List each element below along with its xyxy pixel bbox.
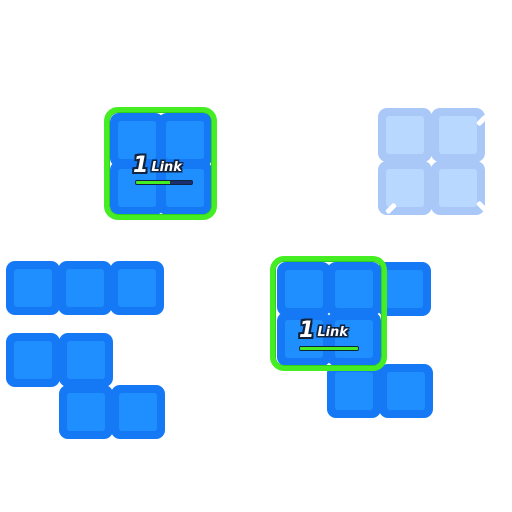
ghost-tile xyxy=(431,108,485,162)
block-tile xyxy=(110,261,164,315)
link-count: 1 xyxy=(299,318,315,343)
link-highlight-frame xyxy=(104,107,217,220)
block-tile xyxy=(110,113,164,167)
ghost-tile xyxy=(378,161,432,215)
block-tile xyxy=(59,333,113,387)
link-progress-bar xyxy=(135,180,193,185)
block-tile xyxy=(110,161,164,215)
block-tile xyxy=(327,312,381,366)
block-tile xyxy=(111,385,165,439)
block-tile xyxy=(379,364,433,418)
link-progress-fill xyxy=(136,181,170,184)
link-progress-fill xyxy=(300,347,358,350)
link-label: 1 Link xyxy=(133,155,182,177)
block-tile xyxy=(277,262,331,316)
link-word: Link xyxy=(317,325,348,340)
ghost-tile xyxy=(378,108,432,162)
ghost-tile xyxy=(431,161,485,215)
link-count: 1 xyxy=(133,153,149,178)
link-highlight-frame xyxy=(270,256,387,371)
link-progress-bar xyxy=(299,346,359,351)
block-tile xyxy=(59,385,113,439)
block-tile xyxy=(6,333,60,387)
block-tile xyxy=(158,113,212,167)
link-label: 1 Link xyxy=(299,320,348,342)
block-tile xyxy=(327,262,381,316)
block-tile xyxy=(158,161,212,215)
block-tile xyxy=(58,261,112,315)
block-tile xyxy=(6,261,60,315)
block-tile xyxy=(277,312,331,366)
block-tile xyxy=(327,364,381,418)
link-word: Link xyxy=(151,160,182,175)
